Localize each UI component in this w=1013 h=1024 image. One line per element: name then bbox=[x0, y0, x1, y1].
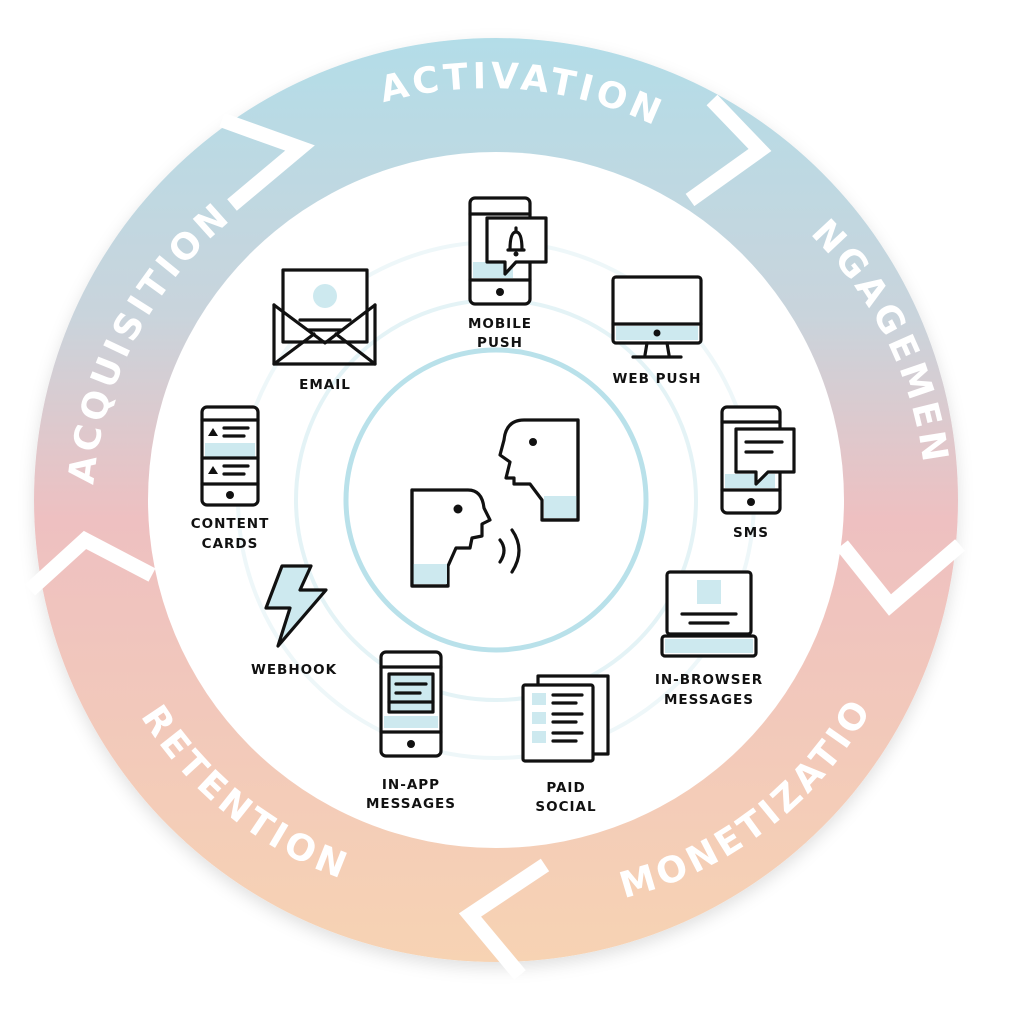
sms-label: SMS bbox=[733, 525, 769, 541]
paid-social-channel: PAID SOCIAL bbox=[521, 674, 610, 815]
content-cards-channel: CONTENT CARDS bbox=[191, 405, 270, 552]
in-browser-messages-channel: IN-BROWSER MESSAGES bbox=[655, 570, 763, 708]
mobile-push-label-line2: PUSH bbox=[477, 335, 523, 351]
sms-channel: SMS bbox=[720, 405, 796, 541]
content-cards-icon bbox=[200, 405, 260, 507]
separator-monetization-retention bbox=[458, 858, 550, 980]
email-channel: EMAIL bbox=[272, 268, 377, 393]
mobile-push-label-line1: MOBILE bbox=[468, 316, 532, 332]
webhook-label: WEBHOOK bbox=[251, 662, 337, 678]
social-feed-icon bbox=[521, 674, 610, 763]
lightning-bolt-icon bbox=[264, 564, 328, 648]
content-cards-label-line2: CARDS bbox=[202, 536, 259, 552]
paid-social-label-line2: SOCIAL bbox=[535, 799, 596, 815]
in-browser-messages-label-line2: MESSAGES bbox=[664, 692, 754, 708]
in-browser-messages-label-line1: IN-BROWSER bbox=[655, 672, 763, 688]
email-label: EMAIL bbox=[299, 377, 351, 393]
lifecycle-ring bbox=[24, 38, 965, 980]
content-cards-label-line1: CONTENT bbox=[191, 516, 270, 532]
two-faces-talking-icon bbox=[410, 418, 580, 588]
paid-social-label-line1: PAID bbox=[546, 780, 585, 796]
in-app-phone-icon bbox=[379, 650, 443, 758]
mobile-push-channel: MOBILE PUSH bbox=[468, 196, 548, 351]
mobile-push-icon bbox=[468, 196, 548, 306]
separator-activation-engagement bbox=[685, 94, 772, 207]
in-app-messages-label-line1: IN-APP bbox=[382, 777, 440, 793]
separator-retention-acquisition bbox=[24, 530, 156, 596]
sms-phone-icon bbox=[720, 405, 796, 515]
web-push-channel: WEB PUSH bbox=[611, 275, 703, 387]
browser-window-icon bbox=[660, 570, 758, 658]
web-push-label: WEB PUSH bbox=[613, 371, 702, 387]
desktop-monitor-icon bbox=[611, 275, 703, 359]
in-app-messages-label-line2: MESSAGES bbox=[366, 796, 456, 812]
separator-acquisition-activation bbox=[219, 112, 315, 211]
envelope-icon bbox=[272, 268, 377, 366]
in-app-messages-channel: IN-APP MESSAGES bbox=[366, 650, 456, 812]
separator-engagement-monetization bbox=[836, 539, 965, 616]
webhook-channel: WEBHOOK bbox=[251, 564, 337, 678]
